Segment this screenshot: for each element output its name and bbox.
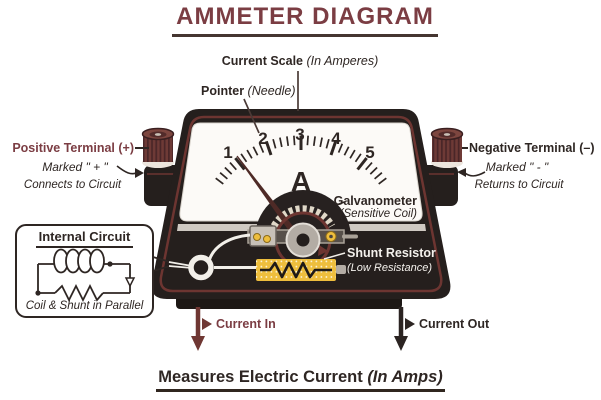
ring-arrowhead (318, 245, 328, 256)
pointer-needle (236, 155, 304, 245)
callout-leader-lines (152, 256, 193, 272)
ampere-unit: A (291, 166, 311, 197)
galvanometer-qualifier: (Sensitive Coil) (339, 208, 417, 220)
coil-symbol (53, 248, 105, 274)
shunt-leader-line (323, 252, 346, 260)
internal-circuit-box (15, 224, 154, 318)
internal-circuit-title: Internal Circuit (16, 228, 153, 248)
positive-curved-arrow (116, 165, 144, 178)
negative-terminal-note1: Marked " - " (485, 160, 549, 174)
footer-caption: Measures Electric Current (In Amps) (0, 368, 601, 392)
scale-number-1: 1 (223, 143, 232, 162)
galvanometer-coil-windings (270, 205, 336, 228)
scale-number-2: 2 (258, 129, 267, 148)
galvanometer-label: Galvanometer (333, 194, 417, 208)
internal-circuit-caption: Coil & Shunt in Parallel (25, 300, 144, 312)
page-title: AMMETER DIAGRAM (140, 3, 470, 37)
scale-number-4: 4 (331, 129, 341, 148)
current-out-arrowhead (394, 336, 408, 351)
pointer-leader-line (243, 98, 260, 134)
scale-number-3: 3 (295, 125, 304, 144)
pointer-label: Pointer (Needle) (201, 84, 296, 98)
resistor-symbol (54, 283, 104, 303)
current-in-wire (191, 307, 212, 351)
current-out-label: Current Out (419, 317, 490, 331)
current-in-label: Current In (216, 317, 276, 331)
negative-terminal-note2: Returns to Circuit (474, 179, 564, 191)
shunt-resistor-bar (256, 259, 346, 281)
negative-curved-arrow (457, 168, 486, 177)
positive-terminal-note1: Marked " + " (42, 160, 108, 174)
current-direction-arrow (124, 277, 136, 288)
scale-ticks (215, 135, 387, 185)
shunt-resistor-qualifier: (Low Resistance) (347, 262, 432, 274)
meter-case-border (159, 115, 443, 293)
shunt-resistor-label: Shunt Resistor (347, 246, 436, 260)
scale-numbers: 1 2 3 4 5 A (223, 125, 374, 197)
scale-number-5: 5 (365, 143, 374, 162)
negative-terminal-label: Negative Terminal (–) (469, 141, 595, 155)
needle-pivot-hole (296, 233, 310, 247)
current-scale-label: Current Scale (In Amperes) (221, 54, 379, 68)
positive-terminal-label: Positive Terminal (+) (12, 141, 134, 155)
positive-terminal-note2: Connects to Circuit (23, 179, 122, 191)
current-out-wire (394, 307, 415, 351)
current-in-label-arrow (202, 318, 212, 330)
current-in-arrowhead (191, 336, 205, 351)
dial-face (179, 122, 423, 222)
current-out-label-arrow (405, 318, 415, 330)
